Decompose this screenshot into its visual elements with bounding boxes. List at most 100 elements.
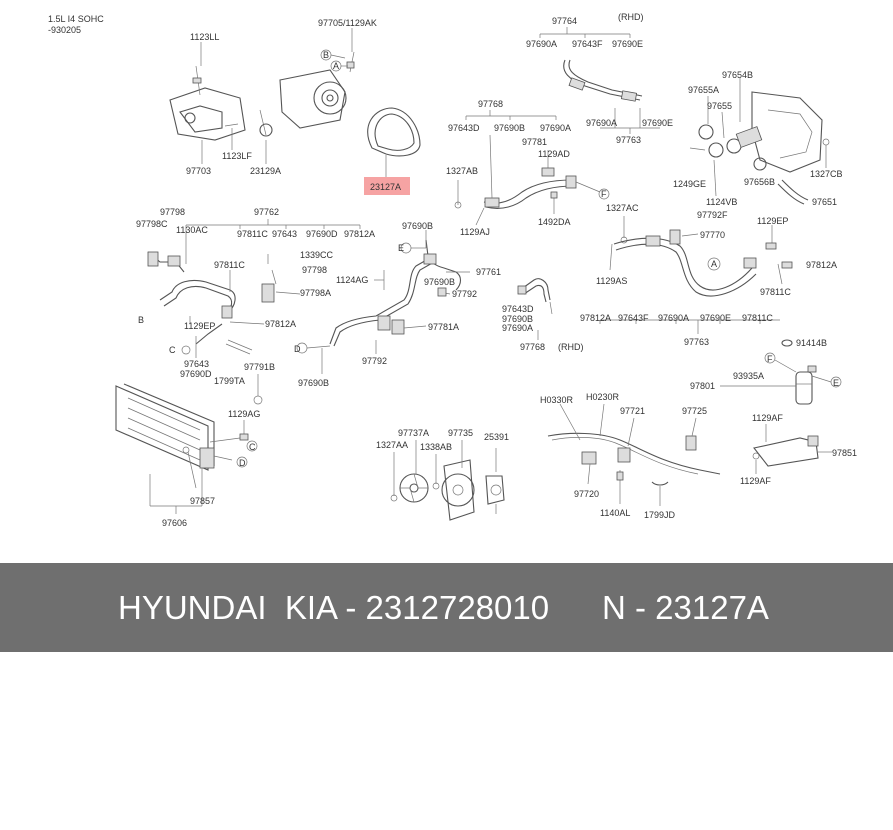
- label-1129AF: 1129AF: [752, 413, 783, 423]
- label-97798A: 97798A: [300, 288, 331, 298]
- ref-a-marker: A: [333, 61, 339, 71]
- condenser-fan: [390, 440, 505, 521]
- label-1327AA: 1327AA: [376, 440, 408, 450]
- expansion-valve-assembly: [689, 78, 830, 205]
- part-number-footer: HYUNDAI KIA - 2312728010 N - 23127A: [0, 563, 893, 652]
- ref-c-marker-cond: C: [249, 442, 256, 452]
- ref-e-marker-right: E: [833, 378, 839, 388]
- label-1129EP-right: 1129EP: [757, 216, 788, 226]
- label-97798C: 97798C: [136, 219, 168, 229]
- label-97721: 97721: [620, 406, 645, 416]
- label-97690B-b: 97690B: [502, 314, 533, 324]
- label-rhd-b: (RHD): [558, 342, 584, 352]
- ref-a-marker-right: A: [711, 259, 717, 269]
- label-97690D-left: 97690D: [306, 229, 338, 239]
- label-97798: 97798: [160, 207, 185, 217]
- liquid-hose-right: [599, 216, 793, 334]
- label-97851: 97851: [832, 448, 857, 458]
- label-1129AF-2: 1129AF: [740, 476, 771, 486]
- suction-hose-center: [454, 110, 610, 226]
- label-97690E-top2: 97690E: [642, 118, 673, 128]
- label-97798-left2: 97798: [302, 265, 327, 275]
- label-1327AC: 1327AC: [606, 203, 639, 213]
- label-1129EP-left: 1129EP: [184, 321, 215, 331]
- label-97812A-left: 97812A: [344, 229, 375, 239]
- label-1492DA: 1492DA: [538, 217, 571, 227]
- label-97811C-right: 97811C: [760, 287, 791, 297]
- label-97735: 97735: [448, 428, 473, 438]
- label-23127A-highlighted: 23127A: [370, 182, 401, 192]
- label-1123LF: 1123LF: [222, 151, 252, 161]
- label-97705: 97705/1129AK: [318, 18, 377, 28]
- label-1124AG: 1124AG: [336, 275, 368, 285]
- label-97763-mid: 97763: [684, 337, 709, 347]
- label-97690A-top3: 97690A: [540, 123, 571, 133]
- oem-part-number: HYUNDAI KIA - 2312728010: [118, 589, 550, 626]
- label-97690B-mid2: 97690B: [424, 277, 455, 287]
- label-97690E-top: 97690E: [612, 39, 643, 49]
- label-97720: 97720: [574, 489, 599, 499]
- ref-d-marker-center: D: [294, 344, 301, 354]
- label-1129AS: 1129AS: [596, 276, 627, 286]
- label-97690A-mid: 97690A: [658, 313, 689, 323]
- label-1799JD: 1799JD: [644, 510, 676, 520]
- label-97770: 97770: [700, 230, 725, 240]
- label-97690B-mid3: 97690B: [298, 378, 329, 388]
- label-97762: 97762: [254, 207, 279, 217]
- suction-pipe-center: [296, 230, 470, 374]
- parts-diagram: 1.5L I4 SOHC -930205 1123LL 97705/1129AK…: [48, 12, 857, 528]
- label-1799TA: 1799TA: [214, 376, 245, 386]
- label-25391: 25391: [484, 432, 509, 442]
- label-97801: 97801: [690, 381, 715, 391]
- label-1129AD: 1129AD: [538, 149, 570, 159]
- label-97812A-left2: 97812A: [265, 319, 296, 329]
- label-97812A-mid: 97812A: [580, 313, 611, 323]
- label-97643D-b: 97643D: [502, 304, 534, 314]
- label-97792-mid2: 97792: [362, 356, 387, 366]
- label-97811C-left2: 97811C: [214, 260, 245, 270]
- label-97690A-b: 97690A: [502, 323, 533, 333]
- label-97703: 97703: [186, 166, 211, 176]
- label-93935A: 93935A: [733, 371, 764, 381]
- label-1140AL: 1140AL: [600, 508, 630, 518]
- label-1124VB: 1124VB: [706, 197, 737, 207]
- ref-c-marker-left: C: [169, 345, 176, 355]
- discharge-hose-rhd: [539, 27, 660, 134]
- label-97690A-top: 97690A: [526, 39, 557, 49]
- label-97643F-top: 97643F: [572, 39, 603, 49]
- label-23129A: 23129A: [250, 166, 281, 176]
- label-97655: 97655: [707, 101, 732, 111]
- label-97690E-mid: 97690E: [700, 313, 731, 323]
- switch-bracket: [752, 424, 832, 474]
- receiver-drier: [720, 339, 842, 405]
- label-97654B: 97654B: [722, 70, 753, 80]
- label-1339CC: 1339CC: [300, 250, 334, 260]
- label-1338AB: 1338AB: [420, 442, 452, 452]
- label-97651: 97651: [812, 197, 837, 207]
- liquid-pipe-left: [147, 219, 361, 405]
- ref-f-marker-right: F: [767, 354, 773, 364]
- label-H0230R: H0230R: [586, 392, 620, 402]
- label-97792F: 97792F: [697, 210, 728, 220]
- label-97761: 97761: [476, 267, 501, 277]
- suction-hose-rhd: [517, 278, 553, 340]
- label-97811C-mid: 97811C: [742, 313, 773, 323]
- label-1327AB: 1327AB: [446, 166, 478, 176]
- alt-part-number: N - 23127A: [602, 589, 769, 626]
- label-1327CB: 1327CB: [810, 169, 843, 179]
- label-1129AG: 1129AG: [228, 409, 260, 419]
- label-97768-top: 97768: [478, 99, 503, 109]
- label-1130AC: 1130AC: [176, 225, 208, 235]
- label-rhd-top: (RHD): [618, 12, 644, 22]
- label-1129AJ: 1129AJ: [460, 227, 490, 237]
- label-97655A: 97655A: [688, 85, 719, 95]
- label-97737A: 97737A: [398, 428, 429, 438]
- engine-spec: 1.5L I4 SOHC: [48, 14, 104, 24]
- condenser: [115, 383, 258, 514]
- ref-b-marker-left: B: [138, 315, 144, 325]
- label-97725: 97725: [682, 406, 707, 416]
- label-97792-mid: 97792: [452, 289, 477, 299]
- drive-belt: [367, 107, 421, 178]
- label-91414B: 91414B: [796, 338, 827, 348]
- label-97763-top: 97763: [616, 135, 641, 145]
